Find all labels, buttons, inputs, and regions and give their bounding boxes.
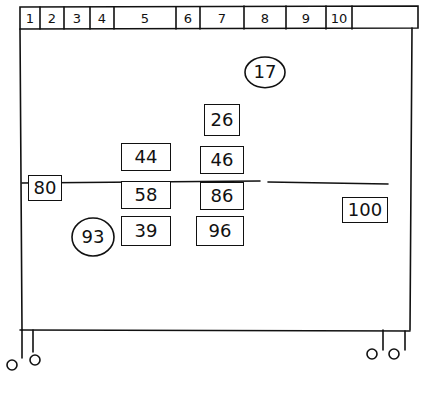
number-text: 39 xyxy=(135,221,158,241)
number-box: 26 xyxy=(204,104,240,136)
number-box: 46 xyxy=(200,146,244,174)
number-text: 46 xyxy=(211,150,234,170)
number-circle: 17 xyxy=(244,56,286,89)
number-text: 80 xyxy=(34,178,57,198)
number-text: 100 xyxy=(348,200,382,220)
circle-outline xyxy=(72,218,114,256)
number-box: 58 xyxy=(121,181,171,209)
number-text: 58 xyxy=(135,185,158,205)
cell-number: 6 xyxy=(184,12,192,25)
cell-number: 4 xyxy=(98,12,106,25)
number-box: 86 xyxy=(200,182,244,210)
cell-number: 3 xyxy=(73,12,81,25)
number-text: 86 xyxy=(211,186,234,206)
number-box: 96 xyxy=(196,216,244,246)
circle-outline xyxy=(245,57,285,88)
cell-number: 7 xyxy=(218,12,226,25)
number-text: 26 xyxy=(211,110,234,130)
cell-number: 10 xyxy=(331,12,348,25)
number-box: 80 xyxy=(28,175,63,201)
cell-number: 2 xyxy=(48,12,56,25)
number-text: 93 xyxy=(82,227,105,247)
number-box: 44 xyxy=(121,143,171,171)
cell-number: 8 xyxy=(261,12,269,25)
cell-number: 9 xyxy=(302,12,310,25)
number-text: 17 xyxy=(254,62,277,82)
number-box: 100 xyxy=(342,197,388,223)
number-text: 44 xyxy=(135,147,158,167)
number-text: 96 xyxy=(209,221,232,241)
cell-number: 5 xyxy=(141,12,149,25)
number-circle: 93 xyxy=(71,217,115,257)
number-box: 39 xyxy=(121,216,171,246)
cell-number: 1 xyxy=(26,12,34,25)
